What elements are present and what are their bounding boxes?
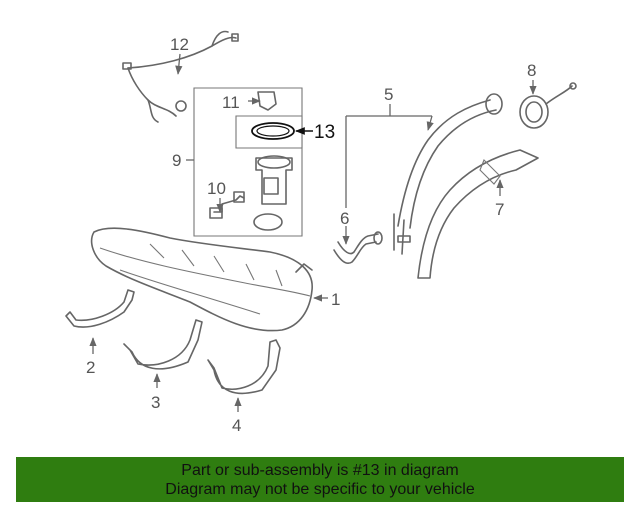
- callout-13: 13: [314, 122, 335, 143]
- info-banner: Part or sub-assembly is #13 in diagram D…: [16, 457, 624, 502]
- fuel-cap-drawing: [519, 82, 577, 129]
- callout-4: 4: [232, 416, 241, 435]
- callout-2: 2: [86, 358, 95, 377]
- callout-7: 7: [495, 200, 504, 219]
- callout-6: 6: [340, 209, 349, 228]
- heat-shield-drawing: [417, 149, 539, 279]
- fuel-tank-straps: [65, 289, 281, 395]
- vent-hose-drawing: [333, 231, 383, 265]
- callout-1: 1: [331, 290, 340, 309]
- o-ring-drawing: [251, 122, 295, 140]
- callout-3: 3: [151, 393, 160, 412]
- banner-line-2: Diagram may not be specific to your vehi…: [165, 481, 475, 498]
- callout-10: 10: [207, 179, 226, 198]
- fuel-tank-drawing: [90, 227, 313, 332]
- wiring-harness-drawing: [122, 30, 239, 123]
- callout-12: 12: [170, 35, 189, 54]
- banner-line-1: Part or sub-assembly is #13 in diagram: [181, 462, 459, 479]
- callout-11: 11: [222, 93, 240, 112]
- callout-5: 5: [384, 85, 393, 104]
- parts-diagram: 1 2 3 4 5 6 7 8 9 10 11 12 13: [65, 30, 577, 435]
- filler-pipe-drawing: [393, 93, 503, 255]
- fuel-pump-module-box: [186, 87, 303, 237]
- leader-12: [175, 53, 183, 75]
- callout-9: 9: [172, 151, 181, 170]
- callout-8: 8: [527, 61, 536, 80]
